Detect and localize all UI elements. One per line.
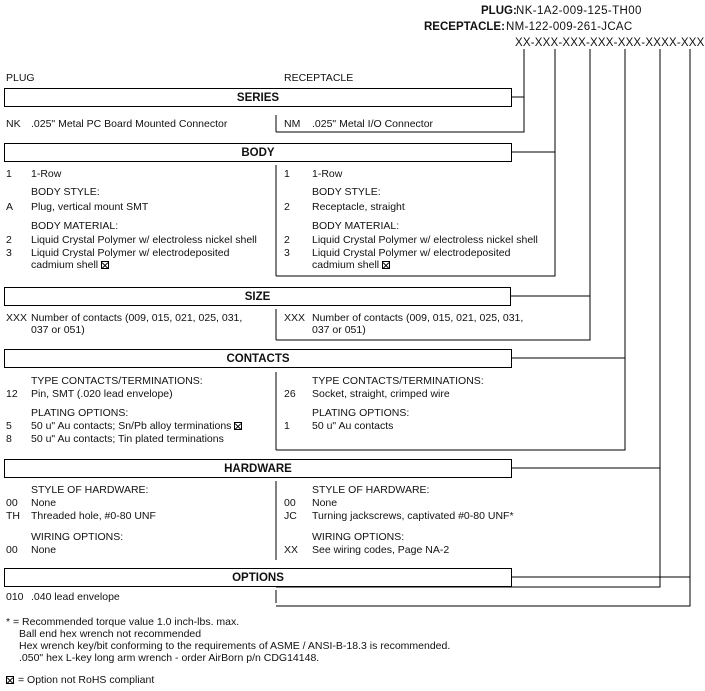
callout-body-line	[276, 49, 556, 277]
hardware2-plug-code: TH	[6, 510, 20, 522]
part-number-pattern: XX-XXX-XXX-XXX-XXX-XXXX-XXX	[515, 37, 705, 49]
hardware-style-heading-plug: STYLE OF HARDWARE:	[31, 484, 149, 496]
plating2-plug-code: 8	[6, 433, 12, 445]
size-rec-text-a: Number of contacts (009, 015, 021, 025, …	[312, 312, 524, 324]
body-mat2-plug-text-b: cadmium shell	[31, 259, 110, 271]
note-torque: * = Recommended torque value 1.0 inch-lb…	[6, 616, 240, 628]
not-rohs-icon	[234, 422, 243, 430]
body-row-rec-code: 1	[284, 168, 290, 180]
body-style-heading-rec: BODY STYLE:	[312, 186, 381, 198]
body-row-plug-code: 1	[6, 168, 12, 180]
plug-column-heading: PLUG	[6, 72, 35, 84]
callout-options-line	[276, 49, 691, 607]
hardware1-rec-code: 00	[284, 497, 296, 509]
receptacle-column-heading: RECEPTACLE	[284, 72, 354, 84]
contacts-type-rec-code: 26	[284, 388, 296, 400]
body-style-rec-code: 2	[284, 201, 290, 213]
body-mat2-plug-code: 3	[6, 247, 12, 259]
series-plug-code: NK	[6, 118, 21, 130]
wiring-heading-plug: WIRING OPTIONS:	[31, 531, 124, 543]
wiring-heading-rec: WIRING OPTIONS:	[312, 531, 405, 543]
body-material-heading-rec: BODY MATERIAL:	[312, 220, 400, 232]
hardware1-plug-code: 00	[6, 497, 18, 509]
body-mat1-plug-text: Liquid Crystal Polymer w/ electroless ni…	[31, 234, 257, 246]
hardware1-plug-text: None	[31, 497, 57, 509]
note-l-key: .050" hex L-key long arm wrench - order …	[19, 652, 320, 664]
contacts-type-plug-text: Pin, SMT (.020 lead envelope)	[31, 388, 173, 400]
size-plug-code: XXX	[6, 312, 28, 324]
plug-label: PLUG:	[481, 5, 517, 17]
body-mat1-rec-code: 2	[284, 234, 290, 246]
receptacle-label: RECEPTACLE:	[424, 21, 505, 33]
hardware1-rec-text: None	[312, 497, 338, 509]
wiring-plug-text: None	[31, 544, 57, 556]
size-bar: SIZE	[4, 287, 511, 306]
size-plug-text-a: Number of contacts (009, 015, 021, 025, …	[31, 312, 243, 324]
series-rec-code: NM	[284, 118, 301, 130]
rohs-legend: = Option not RoHS compliant	[6, 674, 154, 686]
body-row-plug-text: 1-Row	[31, 168, 62, 180]
not-rohs-icon	[382, 261, 391, 269]
body-material-heading-plug: BODY MATERIAL:	[31, 220, 119, 232]
plug-part-number: NK-1A2-009-125-TH00	[516, 5, 642, 17]
hardware2-rec-code: JC	[284, 510, 297, 522]
callout-hardware-line	[276, 49, 661, 588]
receptacle-part-number: NM-122-009-261-JCAC	[506, 21, 633, 33]
size-rec-text-b: 037 or 051)	[312, 324, 366, 336]
callout-contacts-line	[276, 49, 626, 451]
note-hex-key: Hex wrench key/bit conforming to the req…	[19, 640, 451, 652]
plating-heading-rec: PLATING OPTIONS:	[312, 407, 410, 419]
body-style-plug-code: A	[6, 201, 14, 213]
body-mat2-rec-text-b: cadmium shell	[312, 259, 391, 271]
wiring-plug-code: 00	[6, 544, 18, 556]
not-rohs-icon	[6, 676, 14, 684]
contacts-bar: CONTACTS	[4, 349, 512, 368]
body-mat2-rec-text-a: Liquid Crystal Polymer w/ electrodeposit…	[312, 247, 511, 259]
body-style-plug-text: Plug, vertical mount SMT	[31, 201, 149, 213]
wiring-rec-code: XX	[284, 544, 299, 556]
wiring-rec-text: See wiring codes, Page NA-2	[312, 544, 450, 556]
plating1-rec-text: 50 u" Au contacts	[312, 420, 394, 432]
plating1-rec-code: 1	[284, 420, 290, 432]
options-plug-text: .040 lead envelope	[31, 591, 120, 603]
plating2-plug-text: 50 u" Au contacts; Tin plated terminatio…	[31, 433, 224, 445]
hardware2-rec-text: Turning jackscrews, captivated #0-80 UNF…	[312, 510, 514, 522]
plating1-plug-text: 50 u" Au contacts; Sn/Pb alloy terminati…	[31, 420, 243, 432]
contacts-type-heading-rec: TYPE CONTACTS/TERMINATIONS:	[312, 375, 484, 387]
body-mat2-rec-code: 3	[284, 247, 290, 259]
size-plug-text-b: 037 or 051)	[31, 324, 85, 336]
plating1-plug-code: 5	[6, 420, 12, 432]
size-rec-code: XXX	[284, 312, 306, 324]
body-mat1-plug-code: 2	[6, 234, 12, 246]
body-bar: BODY	[4, 143, 512, 162]
callout-size-line	[276, 49, 591, 341]
contacts-type-heading-plug: TYPE CONTACTS/TERMINATIONS:	[31, 375, 203, 387]
body-mat2-plug-text-a: Liquid Crystal Polymer w/ electrodeposit…	[31, 247, 230, 259]
body-mat1-rec-text: Liquid Crystal Polymer w/ electroless ni…	[312, 234, 538, 246]
options-plug-code: 010	[6, 591, 24, 603]
options-bar: OPTIONS	[4, 568, 512, 587]
callout-series-line	[276, 49, 525, 133]
body-style-heading-plug: BODY STYLE:	[31, 186, 100, 198]
hardware-style-heading-rec: STYLE OF HARDWARE:	[312, 484, 430, 496]
body-row-rec-text: 1-Row	[312, 168, 343, 180]
note-ball-end: Ball end hex wrench not recommended	[19, 628, 202, 640]
series-rec-text: .025" Metal I/O Connector	[312, 118, 434, 130]
body-style-rec-text: Receptacle, straight	[312, 201, 405, 213]
contacts-type-plug-code: 12	[6, 388, 18, 400]
hardware-bar: HARDWARE	[4, 459, 512, 478]
contacts-type-rec-text: Socket, straight, crimped wire	[312, 388, 450, 400]
not-rohs-icon	[101, 261, 110, 269]
hardware2-plug-text: Threaded hole, #0-80 UNF	[31, 510, 156, 522]
series-bar: SERIES	[4, 88, 512, 107]
plating-heading-plug: PLATING OPTIONS:	[31, 407, 129, 419]
series-plug-text: .025" Metal PC Board Mounted Connector	[31, 118, 228, 130]
